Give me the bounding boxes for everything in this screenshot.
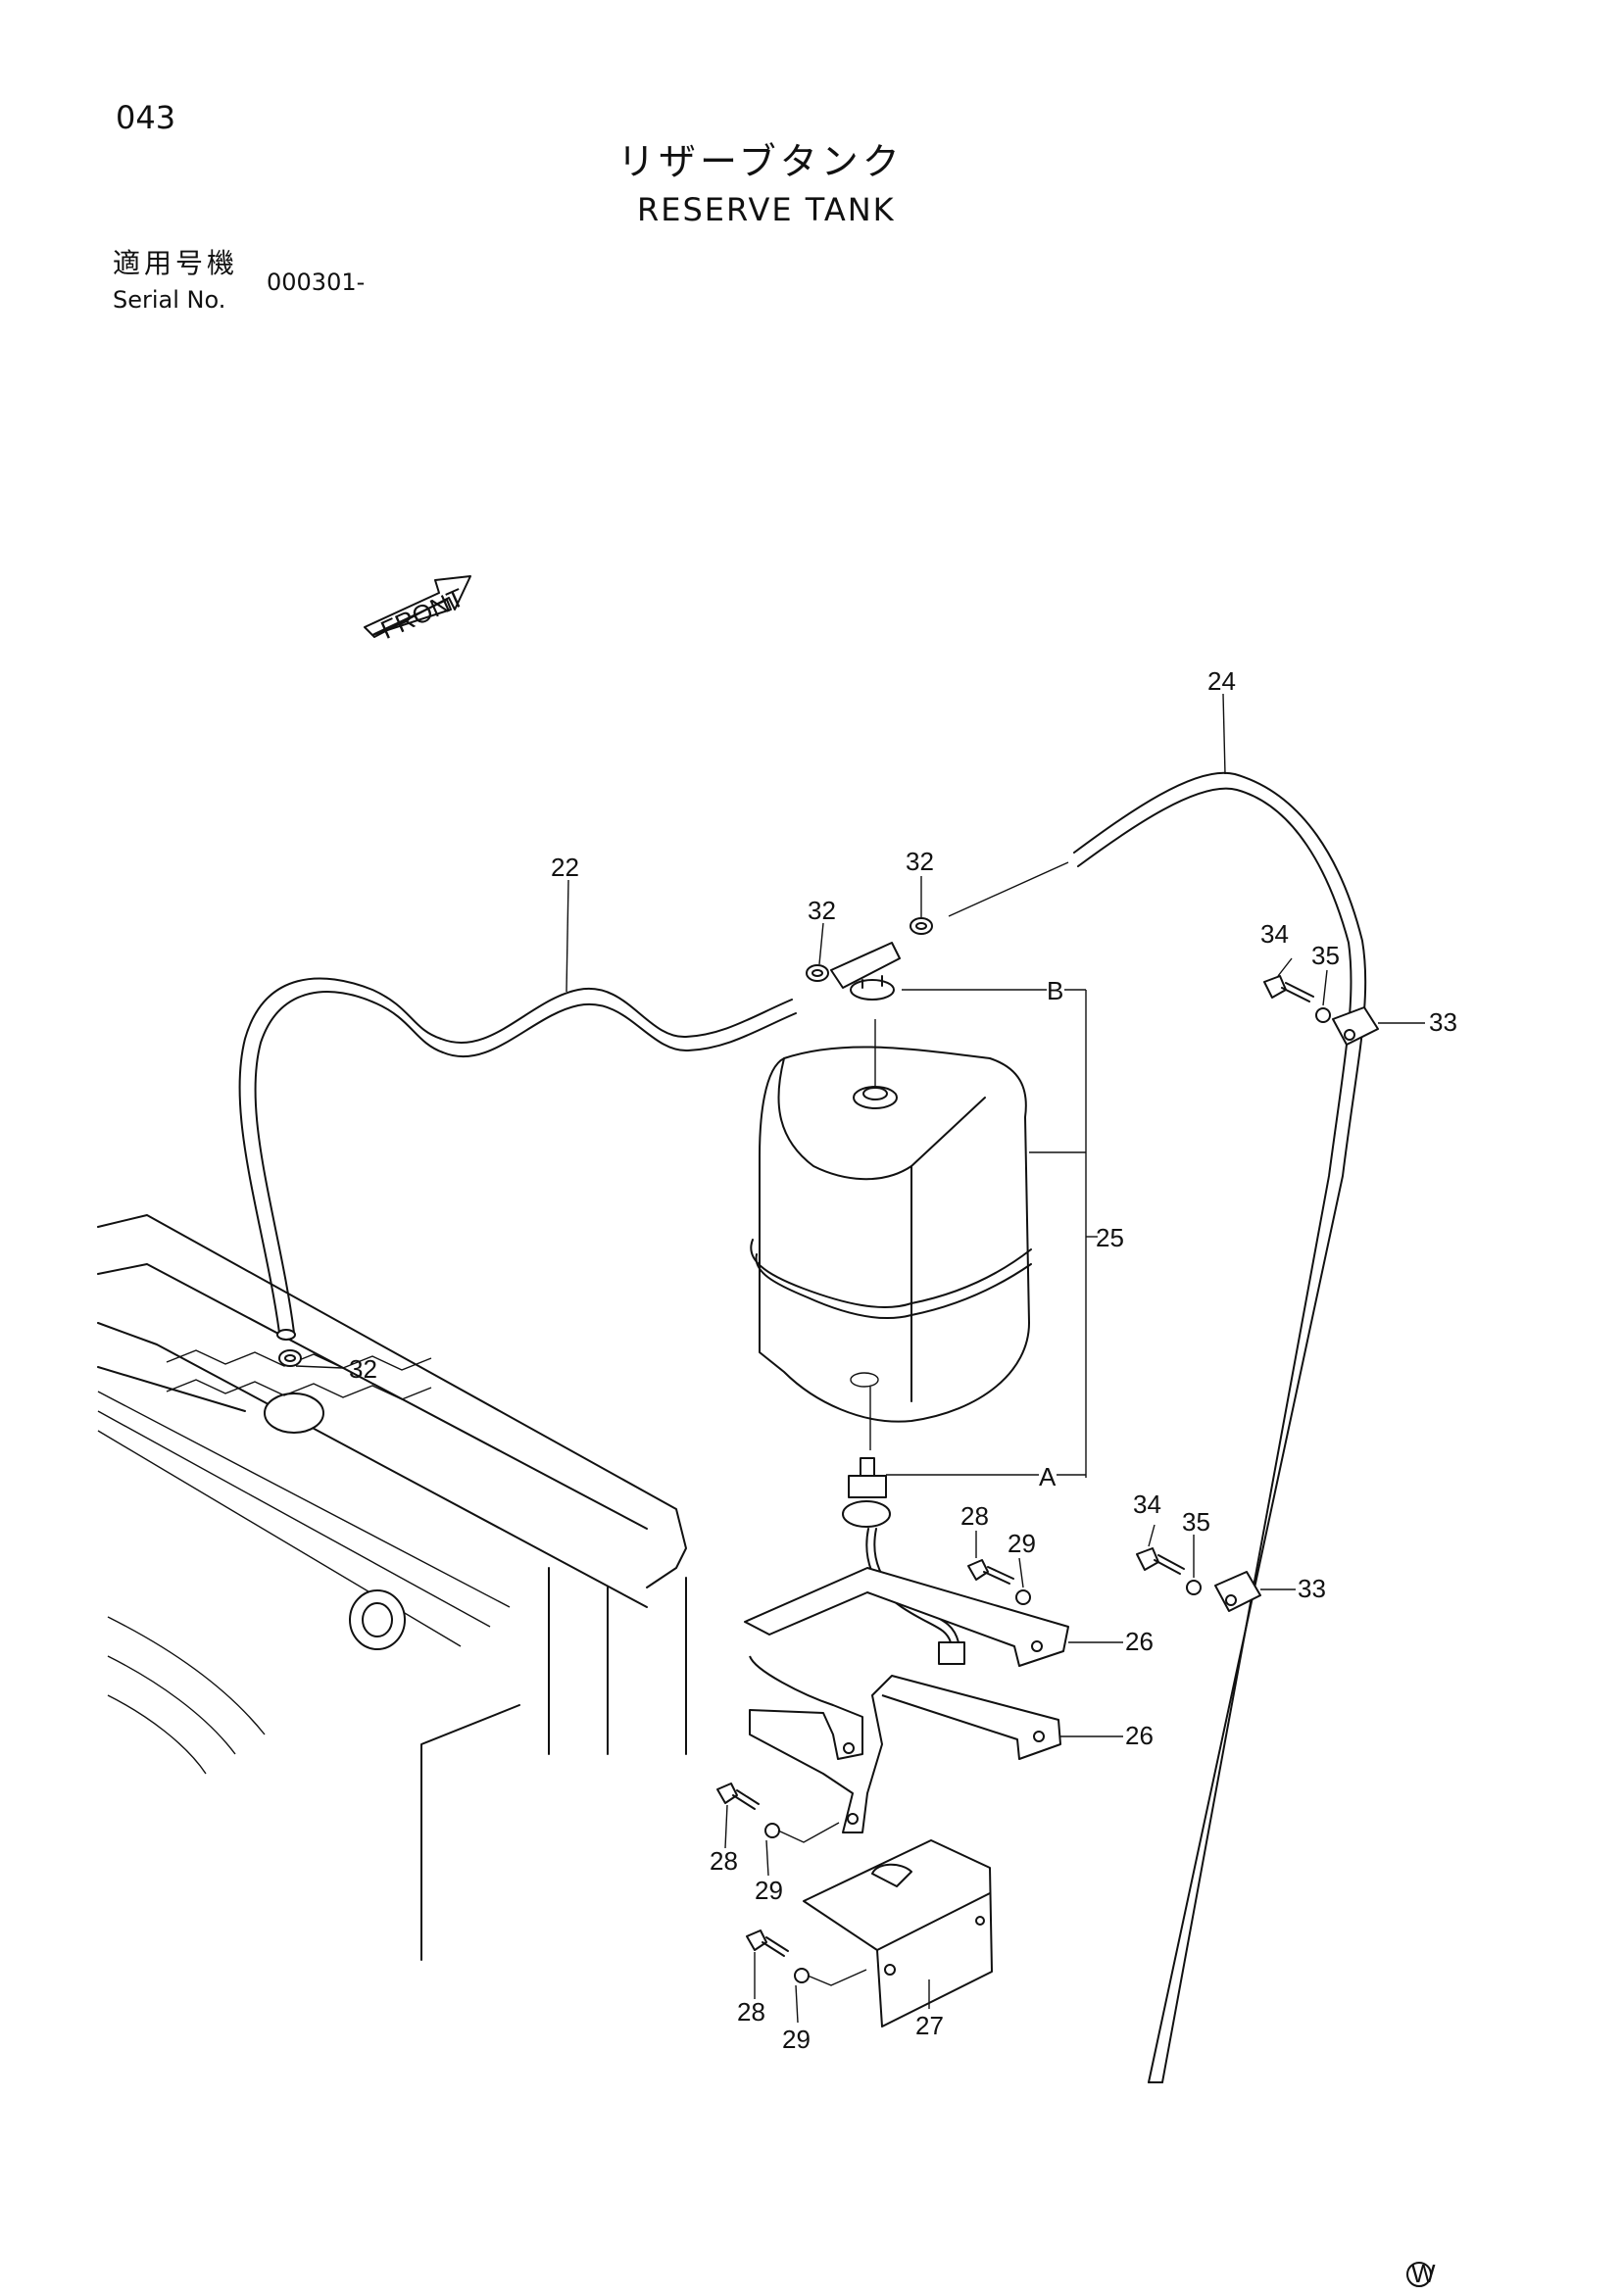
callout-26-upper: 26	[1125, 1627, 1154, 1656]
bolt-28-b-icon	[716, 1783, 760, 1810]
callout-33-upper: 33	[1429, 1007, 1457, 1037]
callout-34-lower: 34	[1133, 1490, 1161, 1519]
clip-33-lower	[1214, 1571, 1261, 1612]
bolt-28-c-icon	[746, 1930, 789, 1957]
hose-22	[238, 977, 797, 1341]
title-japanese: リザーブタンク	[617, 140, 904, 183]
bolt-34-upper-icon	[1263, 975, 1314, 1002]
serial-number-range: 000301-	[267, 269, 366, 296]
tee-fitting	[830, 942, 901, 1001]
callout-34-upper: 34	[1260, 919, 1289, 949]
callout-port-b: B	[1047, 976, 1063, 1005]
callout-labels: 22 24 25 26 26 27 28 29 28 29 28 29 32 3…	[349, 666, 1457, 2054]
bolt-28-a-icon	[967, 1559, 1014, 1585]
bracket-26-lower	[749, 1655, 1061, 1833]
callout-29-c: 29	[782, 2025, 811, 2054]
clip-33-upper	[1332, 1006, 1379, 1046]
reserve-tank	[750, 1019, 1032, 1450]
corner-mark-icon: W	[1406, 2259, 1436, 2288]
serial-label-japanese: 適用号機	[113, 247, 239, 279]
callout-35-lower: 35	[1182, 1507, 1210, 1537]
serial-label-english: Serial No.	[113, 286, 226, 314]
callout-29-b: 29	[755, 1876, 783, 1905]
callout-28-b: 28	[710, 1846, 738, 1876]
title-english: RESERVE TANK	[637, 191, 896, 228]
washer-29-a-icon	[1015, 1589, 1031, 1605]
plate-27	[803, 1839, 993, 2027]
page-number: 043	[116, 99, 176, 136]
callout-26-lower: 26	[1125, 1721, 1154, 1750]
front-arrow-icon: FRONT	[364, 575, 471, 645]
callout-29-a: 29	[1008, 1529, 1036, 1558]
callout-24: 24	[1207, 666, 1236, 696]
callout-28-a: 28	[960, 1501, 989, 1531]
callout-32-tee-right: 32	[906, 847, 934, 876]
washer-35-lower-icon	[1186, 1580, 1202, 1595]
callout-32-radiator: 32	[349, 1354, 377, 1384]
callout-27: 27	[915, 2011, 944, 2040]
corner-mark-letter: W	[1411, 2259, 1436, 2288]
callout-35-upper: 35	[1311, 941, 1340, 970]
callout-32-tee-left: 32	[808, 896, 836, 925]
bolt-34-lower-icon	[1136, 1547, 1185, 1575]
drain-fitting	[842, 1457, 965, 1665]
radiator	[97, 1214, 687, 1961]
washer-29-c-icon	[794, 1968, 810, 1983]
clamp-32-tee-left-icon	[806, 964, 829, 982]
front-label: FRONT	[376, 582, 468, 645]
callout-28-c: 28	[737, 1997, 765, 2027]
clamp-32-radiator-icon	[278, 1349, 302, 1367]
callout-33-lower: 33	[1298, 1574, 1326, 1603]
washer-29-b-icon	[764, 1823, 780, 1838]
washer-35-upper-icon	[1315, 1007, 1331, 1023]
callout-22: 22	[551, 853, 579, 882]
bracket-26-upper	[744, 1567, 1069, 1667]
callout-25: 25	[1096, 1223, 1124, 1252]
callout-port-a: A	[1039, 1462, 1057, 1491]
hose-24	[948, 771, 1367, 2083]
leader-lines	[295, 693, 1425, 2024]
clamp-32-tee-right-icon	[910, 917, 933, 935]
